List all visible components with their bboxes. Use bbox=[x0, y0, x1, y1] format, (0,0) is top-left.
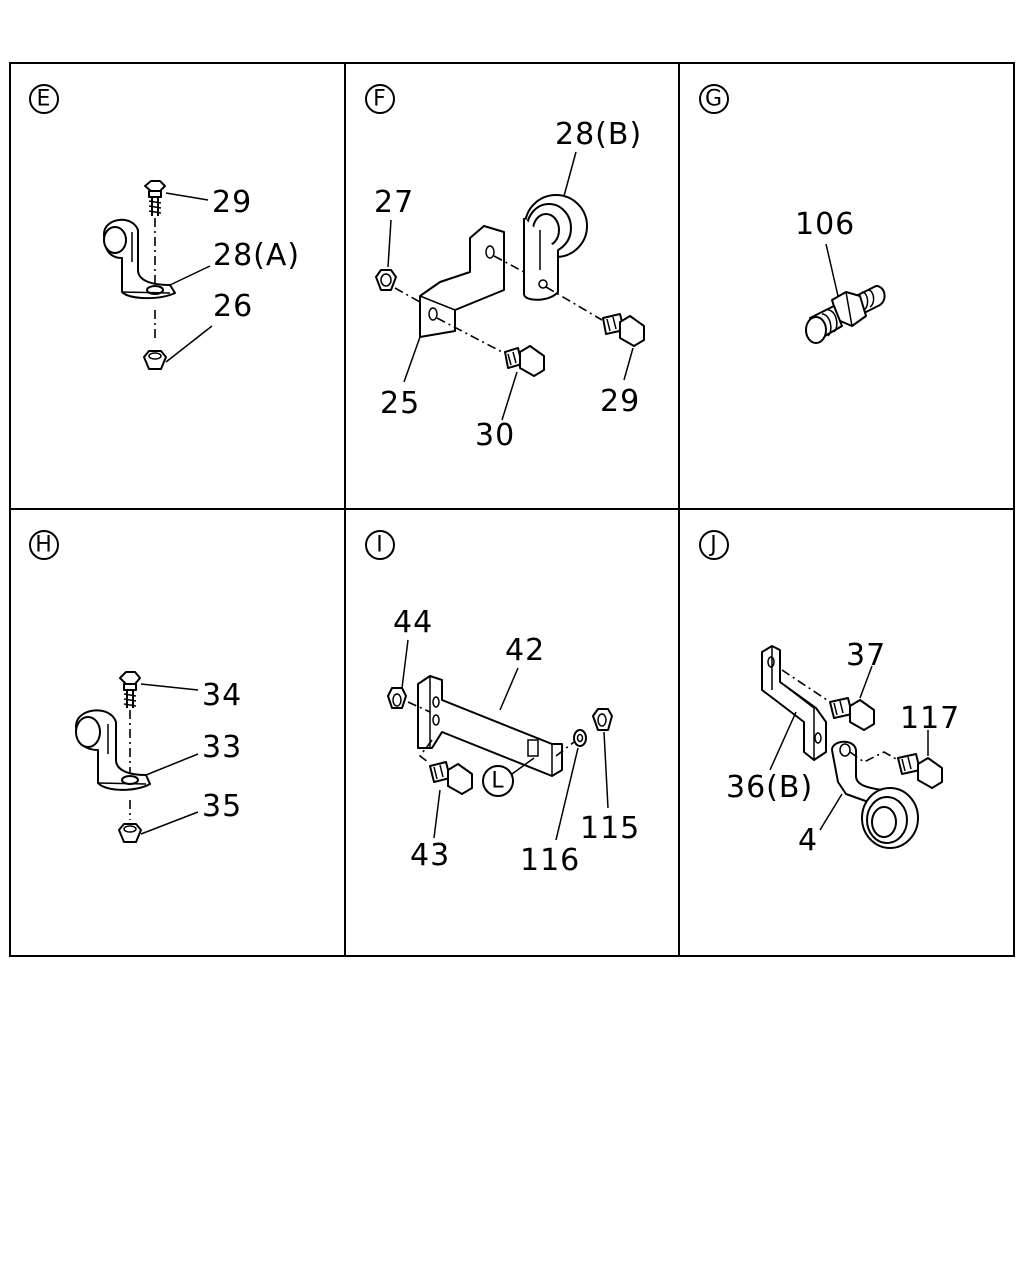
callout-label: 26 bbox=[213, 289, 253, 324]
panel-letter: G bbox=[705, 87, 723, 112]
ref-marker-letter: L bbox=[491, 769, 504, 794]
nut-part-35 bbox=[118, 823, 142, 843]
callout-label: 33 bbox=[202, 730, 242, 765]
bolt-part-117 bbox=[897, 753, 943, 789]
panel-letter-badge: H bbox=[29, 530, 59, 560]
callout-label: 106 bbox=[795, 207, 855, 242]
fitting-part-106 bbox=[805, 285, 886, 344]
bolt-part-43 bbox=[429, 761, 473, 795]
callout-label: 36(B) bbox=[726, 770, 813, 805]
ref-marker-badge: L bbox=[482, 765, 514, 797]
callout-label: 27 bbox=[374, 185, 414, 220]
bracket-part-25 bbox=[419, 225, 505, 338]
callout-label: 28(B) bbox=[555, 117, 642, 152]
panel-letter-badge: E bbox=[29, 84, 59, 114]
clamp-part-28b bbox=[523, 194, 588, 301]
callout-label: 35 bbox=[202, 789, 242, 824]
bolt-part-37 bbox=[829, 697, 875, 731]
panel-letter: J bbox=[708, 533, 718, 558]
panel-j: J 37 117 bbox=[699, 530, 960, 858]
clip-part-4 bbox=[831, 740, 919, 849]
clip-part-33 bbox=[75, 709, 151, 791]
callout-label: 116 bbox=[520, 843, 580, 878]
panel-letter: I bbox=[376, 533, 384, 558]
nut-part-26 bbox=[143, 350, 167, 370]
panel-i: I L bbox=[365, 530, 640, 878]
callout-label: 37 bbox=[846, 638, 886, 673]
panel-f: F bbox=[365, 84, 645, 453]
callout-label: 29 bbox=[212, 185, 252, 220]
callout-label: 43 bbox=[410, 838, 450, 873]
panel-g: G 106 bbox=[699, 84, 886, 344]
nut-part-115 bbox=[592, 708, 613, 731]
panel-letter-badge: F bbox=[365, 84, 395, 114]
panel-letter: E bbox=[37, 87, 52, 112]
bolt-part-29 bbox=[602, 313, 645, 347]
panel-letter-badge: J bbox=[699, 530, 729, 560]
callout-label: 117 bbox=[900, 701, 960, 736]
panel-letter: H bbox=[35, 533, 53, 558]
callout-label: 34 bbox=[202, 678, 242, 713]
callout-label: 44 bbox=[393, 605, 433, 640]
bracket-part-36b bbox=[761, 645, 827, 761]
callout-label: 25 bbox=[380, 386, 420, 421]
bolt-part-30 bbox=[504, 345, 545, 377]
panel-letter: F bbox=[373, 87, 387, 112]
clip-part-28a bbox=[103, 219, 176, 300]
nut-part-27 bbox=[375, 269, 397, 291]
callout-label: 29 bbox=[600, 384, 640, 419]
panel-grid bbox=[9, 62, 1015, 957]
washer-part-116 bbox=[573, 729, 587, 747]
callout-label: 42 bbox=[505, 633, 545, 668]
panel-letter-badge: I bbox=[365, 530, 395, 560]
bracket-part-42 bbox=[417, 675, 563, 777]
nut-part-44 bbox=[387, 687, 407, 709]
panel-letter-badge: G bbox=[699, 84, 729, 114]
callout-label: 4 bbox=[798, 823, 818, 858]
panel-h: H 34 33 35 bbox=[29, 530, 242, 843]
callout-label: 30 bbox=[475, 418, 515, 453]
callout-label: 28(A) bbox=[213, 238, 300, 273]
bolt-part-29 bbox=[144, 180, 166, 216]
bolt-part-34 bbox=[119, 671, 141, 708]
panel-e: E 29 28(A) 26 bbox=[29, 84, 300, 370]
callout-label: 115 bbox=[580, 811, 640, 846]
